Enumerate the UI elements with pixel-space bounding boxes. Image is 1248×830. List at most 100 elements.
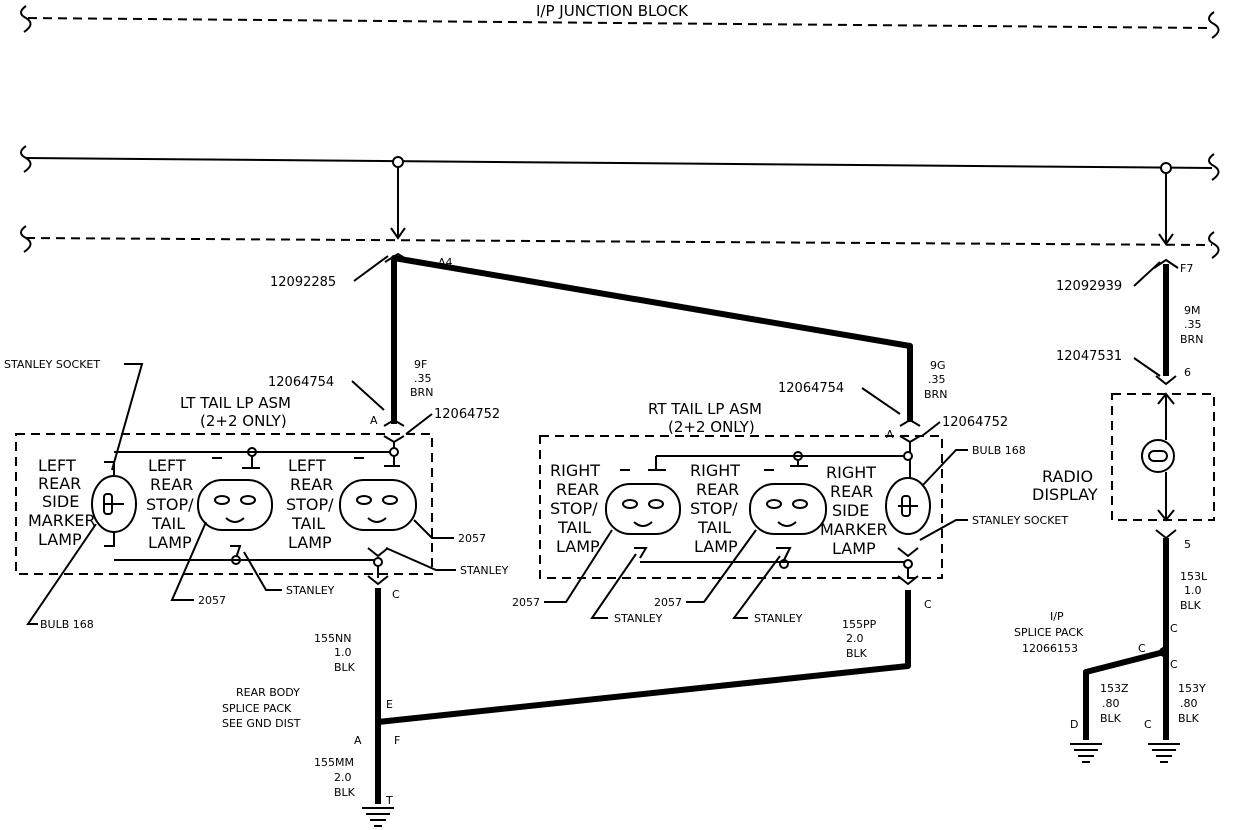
rt-stanley-leader-a <box>590 553 637 619</box>
wire-155pp <box>377 590 911 725</box>
rt-stop-tail-lamp-2-label: RIGHT REAR STOP/ TAIL LAMP <box>690 461 740 556</box>
lt-mate-leader <box>405 413 433 435</box>
lt-side-marker-contact <box>103 493 113 515</box>
lt-stop-tail-2-base <box>367 517 387 523</box>
wire-155pp-line3: BLK <box>846 647 868 660</box>
ip-splice-line3: 12066153 <box>1022 642 1078 655</box>
wire-153y-line2: .80 <box>1180 697 1198 710</box>
rt-2057-leader-a <box>544 529 613 603</box>
rt-stop-tail-bulb-2 <box>749 483 827 535</box>
radio-display-label-2: DISPLAY <box>1032 485 1098 504</box>
lt-stop-tail-bulb-1 <box>197 479 273 531</box>
rt-stop-tail-1-base <box>633 521 653 527</box>
radio-display-label-1: RADIO <box>1042 467 1093 486</box>
svg-text:LEFT: LEFT <box>148 456 186 475</box>
lt-mate-12064752: 12064752 <box>434 407 500 422</box>
wire-9f-line3: BRN <box>410 386 433 399</box>
rear-splice-line3: SEE GND DIST <box>222 717 301 730</box>
svg-text:SIDE: SIDE <box>832 501 869 520</box>
rt-connector-mark <box>899 418 921 427</box>
rt-ground-node <box>903 559 913 569</box>
lt-connector-leader <box>351 380 385 411</box>
lt-stanley-socket-leader <box>111 363 144 471</box>
rt-stanley-callout-b: STANLEY <box>754 612 803 625</box>
svg-text:LAMP: LAMP <box>694 537 738 556</box>
arrow-right <box>1158 233 1174 246</box>
splice-pin-f: F <box>394 734 400 747</box>
ip-splice-line2: SPLICE PACK <box>1014 626 1084 639</box>
ground-pin-t: T <box>385 794 393 807</box>
junction-block-title: I/P JUNCTION BLOCK <box>536 2 689 20</box>
rt-side-marker-lamp-label: RIGHT REAR SIDE MARKER LAMP <box>820 463 888 558</box>
break-mark-bus-left <box>20 145 32 173</box>
ground-symbol-c <box>1148 743 1180 763</box>
rt-assembly-title: RT TAIL LP ASM <box>648 400 762 418</box>
lt-ground-node <box>373 557 383 567</box>
radio-pin-5: 5 <box>1184 538 1191 551</box>
wire-9m-line3: BRN <box>1180 333 1203 346</box>
rt-stop-tail-1-filament-b <box>648 499 664 509</box>
rt-connector-12064754: 12064754 <box>778 381 844 396</box>
ip-pin-d: D <box>1070 718 1078 731</box>
wire-155pp-line1: 155PP <box>842 618 877 631</box>
ip-splice-line1: I/P <box>1050 610 1064 623</box>
break-mark-bus-right <box>1208 153 1220 181</box>
lt-side-marker-term-bot <box>104 532 115 547</box>
break-mark-top-right <box>1208 11 1220 39</box>
rt-side-marker-bulb <box>885 477 931 535</box>
svg-text:REAR: REAR <box>290 475 333 494</box>
rt-stanley-leader-b <box>732 555 781 619</box>
lt-stop-tail-2-filament-b <box>382 495 398 505</box>
radio-display-box <box>1111 393 1215 521</box>
svg-text:TAIL: TAIL <box>557 518 591 537</box>
ground-symbol-rear <box>362 807 394 827</box>
ground-symbol-d <box>1070 743 1102 763</box>
rt-connector-leader <box>861 387 901 415</box>
svg-text:RIGHT: RIGHT <box>690 461 740 480</box>
connector-12047531: 12047531 <box>1056 349 1122 364</box>
junction-block-bottom-border <box>25 237 1213 246</box>
wire-9f-9g <box>391 255 913 424</box>
wire-153l-line1: 153L <box>1180 570 1208 583</box>
lt-bulb-168-leader <box>26 523 97 625</box>
svg-text:MARKER: MARKER <box>28 511 96 530</box>
arrow-left <box>390 227 406 240</box>
lt-2057-callout-a: 2057 <box>198 594 226 607</box>
wire-155pp-line2: 2.0 <box>846 632 864 645</box>
svg-text:STOP/: STOP/ <box>550 499 598 518</box>
splice-pin-a: A <box>354 734 362 747</box>
lt-2057-leader-a <box>170 521 207 601</box>
ip-pin-c-top: C <box>1170 622 1178 635</box>
lt-assembly-box <box>15 433 433 575</box>
rt-2057-leader-b <box>686 529 757 603</box>
wire-9m-line1: 9M <box>1184 304 1201 317</box>
svg-text:LAMP: LAMP <box>832 539 876 558</box>
splice-pin-e: E <box>386 698 393 711</box>
rt-feed-node <box>903 451 913 461</box>
lt-connector-mate <box>383 435 405 444</box>
lt-stop-tail-bulb-2 <box>339 479 417 531</box>
break-mark-bottom-left <box>20 225 32 253</box>
rt-c-connector <box>897 575 919 586</box>
svg-text:MARKER: MARKER <box>820 520 888 539</box>
lt-2057-callout-b: 2057 <box>458 532 486 545</box>
svg-text:TAIL: TAIL <box>151 514 185 533</box>
lt-stop-tail-1-ground <box>230 545 242 559</box>
wire-153l-line3: BLK <box>1180 599 1202 612</box>
rt-side-marker-contact <box>901 495 911 517</box>
wire-153z-line2: .80 <box>1102 697 1120 710</box>
svg-text:STOP/: STOP/ <box>146 495 194 514</box>
wire-9g-line3: BRN <box>924 388 947 401</box>
svg-text:REAR: REAR <box>38 474 81 493</box>
radio-pin-6: 6 <box>1184 366 1191 379</box>
ip-pin-c-mid: C <box>1138 642 1146 655</box>
svg-text:LEFT: LEFT <box>38 456 76 475</box>
lt-stop-tail-2-filament-a <box>356 495 372 505</box>
wire-9m-line2: .35 <box>1184 318 1202 331</box>
connector-12092939: 12092939 <box>1056 279 1122 294</box>
rt-mate-12064752: 12064752 <box>942 415 1008 430</box>
wire-9g-line2: .35 <box>928 373 946 386</box>
svg-text:RIGHT: RIGHT <box>550 461 600 480</box>
lt-bulb-168-callout: BULB 168 <box>40 618 94 631</box>
